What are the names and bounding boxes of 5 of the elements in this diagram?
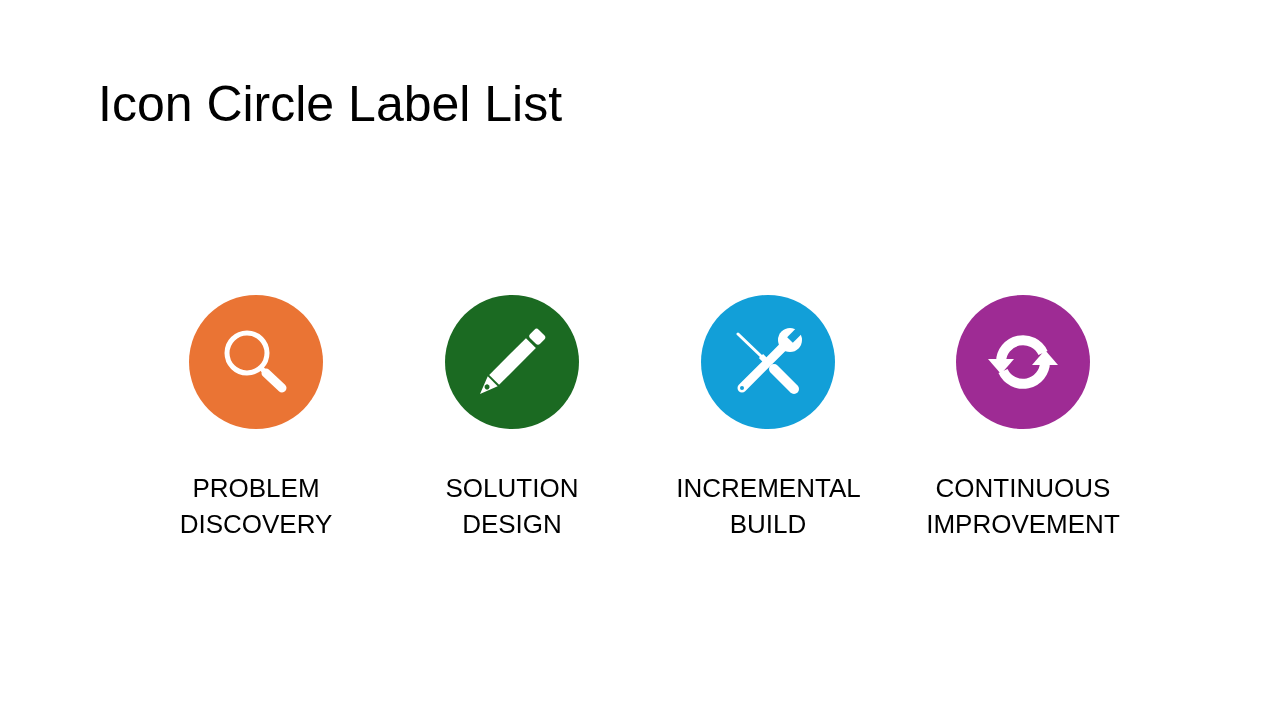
- slide-title: Icon Circle Label List: [98, 75, 563, 134]
- step-label: PROBLEM DISCOVERY: [179, 472, 333, 541]
- step-label: SOLUTION DESIGN: [445, 472, 579, 541]
- step-label: CONTINUOUS IMPROVEMENT: [926, 472, 1120, 541]
- step-label: INCREMENTAL BUILD: [676, 472, 860, 541]
